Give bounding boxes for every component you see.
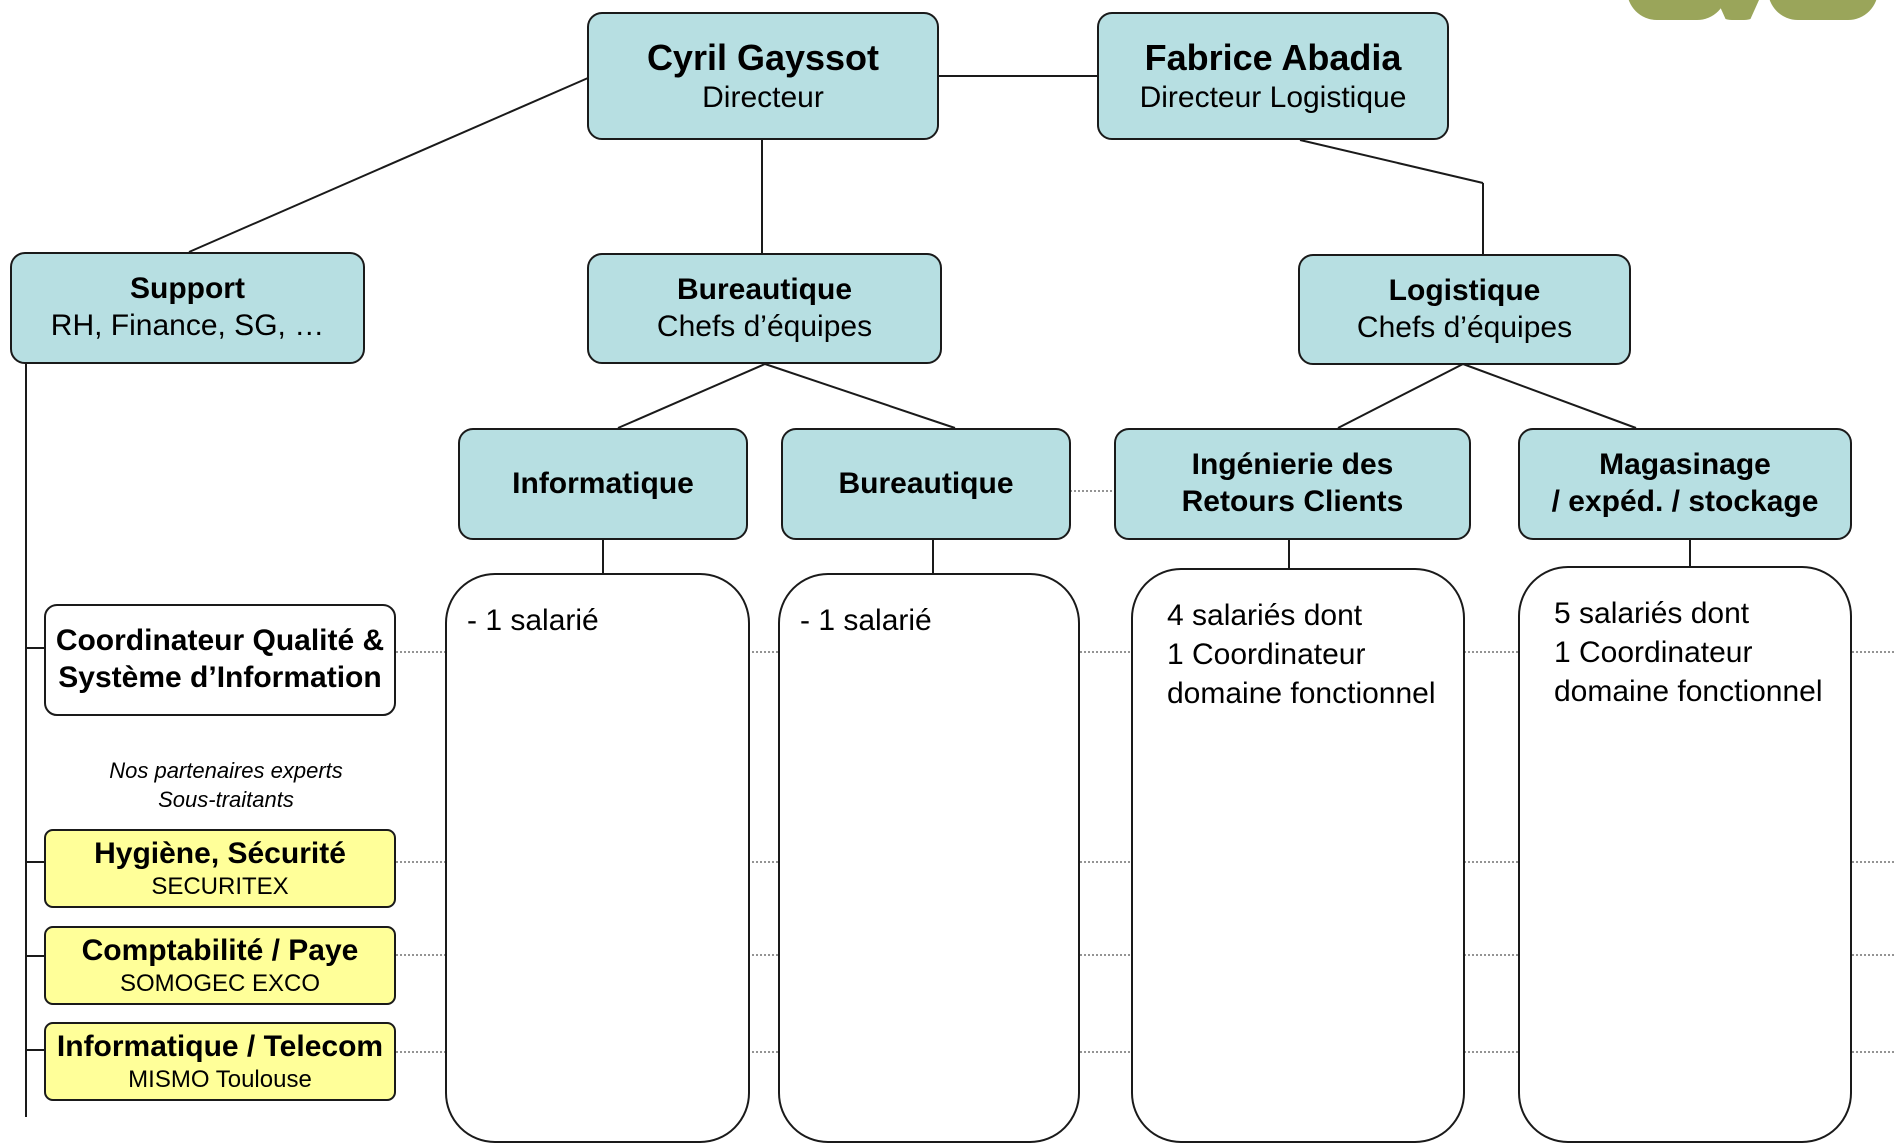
bureautique-department-name: Bureautique [676,272,853,306]
informatique-team-name: Informatique [512,466,694,500]
partner-box-informatique-telecom: Informatique / Telecom MISMO Toulouse [44,1022,396,1101]
support-name: Support [130,272,245,306]
retours-clients-name-line1: Ingénierie des [1191,448,1394,482]
partner-domain: Comptabilité / Paye [81,933,359,967]
partner-domain: Informatique / Telecom [56,1029,384,1063]
logistique-department-detail: Chefs d’équipes [1356,310,1573,344]
logo-fragment-right [1768,0,1878,20]
magasinage-staff-line-2: 1 Coordinateur [1554,636,1753,669]
logistics-director-to-logistique-line [1299,139,1484,184]
partner-company: SECURITEX [151,873,289,901]
bureautique-department-box: Bureautique Chefs d’équipes [587,253,942,364]
informatique-team-box: Informatique [458,428,748,540]
magasinage-name-line1: Magasinage [1599,448,1771,482]
logistics-director-box: Fabrice Abadia Directeur Logistique [1097,12,1449,140]
partners-note-line2: Sous-traitants [158,786,294,812]
director-box: Cyril Gayssot Directeur [587,12,939,140]
director-name: Cyril Gayssot [646,36,880,78]
partners-note: Nos partenaires experts Sous-traitants [44,757,408,814]
retours-staff-line-1: 4 salariés dont [1167,599,1363,632]
partner-domain: Hygiène, Sécurité [94,836,346,870]
bureautique-to-informatique-line [617,363,766,429]
retours-clients-team-box: Ingénierie des Retours Clients [1114,428,1471,540]
coordinator-box: Coordinateur Qualité & Système d’Informa… [44,604,396,716]
logistics-director-name: Fabrice Abadia [1144,36,1402,78]
magasinage-team-box: Magasinage / expéd. / stockage [1518,428,1852,540]
partner-company: MISMO Toulouse [128,1066,312,1094]
bureautique-staff-card: - 1 salarié [778,573,1080,1143]
informatique-staff-line-1: - 1 salarié [467,604,599,637]
bureautique-department-detail: Chefs d’équipes [656,309,873,343]
director-to-support-line [188,77,589,253]
retours-clients-name-line2: Retours Clients [1181,485,1404,518]
bureautique-team-box: Bureautique [781,428,1071,540]
magasinage-staff-line-1: 5 salariés dont [1554,597,1750,630]
logistics-director-title: Directeur Logistique [1139,80,1407,114]
coordinator-line2: Système d’Information [58,661,382,694]
magasinage-staff-line-3: domaine fonctionnel [1554,675,1823,708]
magasinage-staff-card: 5 salariés dont 1 Coordinateur domaine f… [1518,566,1852,1143]
bureautique-to-bureautique-team-line [764,363,956,429]
informatique-staff-card: - 1 salarié [445,573,750,1143]
logistique-department-name: Logistique [1388,273,1541,307]
logistique-to-magasinage-line [1462,363,1637,429]
logo-fragment-left [1627,0,1727,20]
logistique-to-retours-line [1337,363,1464,429]
partner-company: SOMOGEC EXCO [119,970,321,998]
partner-box-comptabilite: Comptabilité / Paye SOMOGEC EXCO [44,926,396,1005]
support-detail: RH, Finance, SG, … [50,309,325,342]
retours-clients-staff-card: 4 salariés dont 1 Coordinateur domaine f… [1131,568,1465,1143]
partner-box-hygiene: Hygiène, Sécurité SECURITEX [44,829,396,908]
bureautique-team-name: Bureautique [838,466,1014,500]
retours-staff-line-2: 1 Coordinateur [1167,638,1366,671]
retours-staff-line-3: domaine fonctionnel [1167,677,1436,710]
magasinage-name-line2: / expéd. / stockage [1551,485,1819,518]
partners-note-line1: Nos partenaires experts [109,758,343,783]
director-title: Directeur [702,80,824,114]
support-box: Support RH, Finance, SG, … [10,252,365,364]
coordinator-line1: Coordinateur Qualité & [55,624,385,658]
bureautique-staff-line-1: - 1 salarié [800,604,932,637]
logistique-department-box: Logistique Chefs d’équipes [1298,254,1631,365]
